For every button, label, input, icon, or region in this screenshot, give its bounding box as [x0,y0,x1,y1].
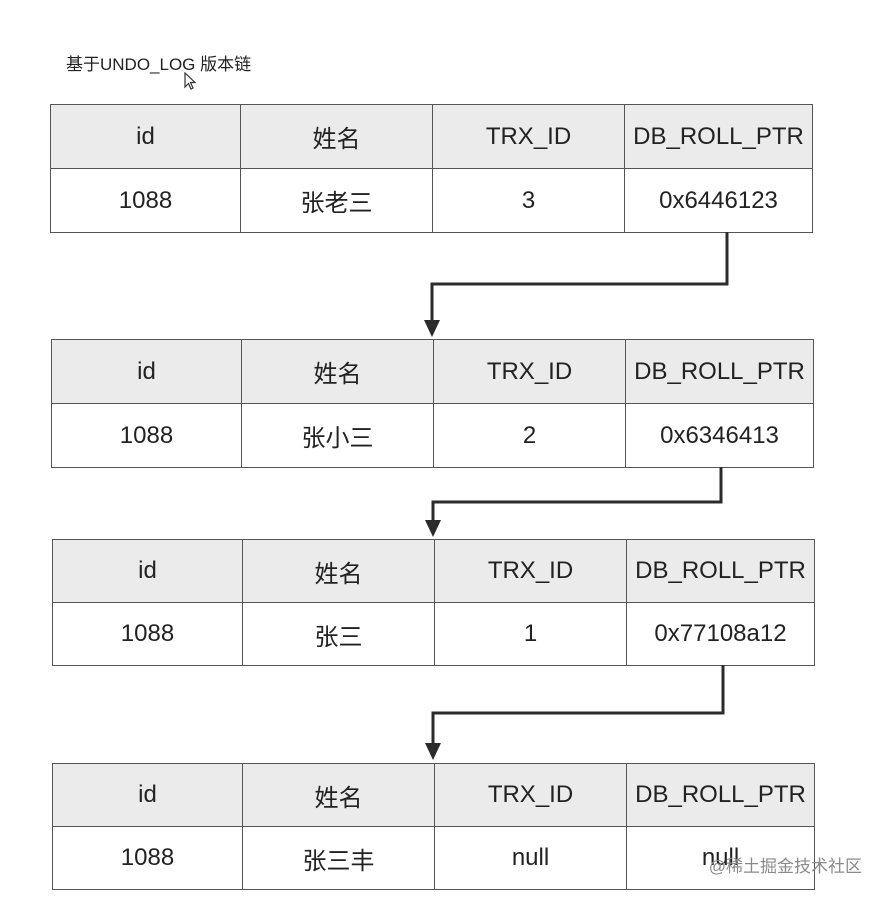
cell-trx-id: 3 [432,168,625,233]
mouse-cursor-icon [184,72,197,90]
column-header-db-roll-ptr: DB_ROLL_PTR [626,763,815,827]
table-header-row: id 姓名 TRX_ID DB_ROLL_PTR [52,539,815,603]
column-header-db-roll-ptr: DB_ROLL_PTR [625,339,814,404]
column-header-name: 姓名 [240,104,433,169]
column-header-trx-id: TRX_ID [433,339,626,404]
roll-pointer-arrow-2 [425,467,723,537]
cell-trx-id: null [434,826,627,890]
cell-name: 张老三 [240,168,433,233]
table-header-row: id 姓名 TRX_ID DB_ROLL_PTR [52,763,815,827]
cell-id: 1088 [52,602,243,666]
table-row: 1088 张三丰 null null [52,826,815,890]
version-table-2: id 姓名 TRX_ID DB_ROLL_PTR 1088 张小三 2 0x63… [51,339,814,468]
column-header-db-roll-ptr: DB_ROLL_PTR [626,539,815,603]
column-header-id: id [52,539,243,603]
cell-id: 1088 [52,826,243,890]
version-table-1: id 姓名 TRX_ID DB_ROLL_PTR 1088 张老三 3 0x64… [50,104,813,233]
cell-db-roll-ptr: 0x6446123 [624,168,813,233]
cell-name: 张三 [242,602,435,666]
cell-name: 张三丰 [242,826,435,890]
cell-db-roll-ptr: 0x77108a12 [626,602,815,666]
table-row: 1088 张小三 2 0x6346413 [51,403,814,468]
cell-id: 1088 [50,168,241,233]
diagram-title: 基于UNDO_LOG 版本链 [66,55,252,74]
roll-pointer-arrow-3 [425,665,725,760]
version-table-3: id 姓名 TRX_ID DB_ROLL_PTR 1088 张三 1 0x771… [52,539,815,666]
column-header-trx-id: TRX_ID [434,763,627,827]
watermark: @稀土掘金技术社区 [708,857,862,876]
cell-trx-id: 2 [433,403,626,468]
table-header-row: id 姓名 TRX_ID DB_ROLL_PTR [51,339,814,404]
table-row: 1088 张三 1 0x77108a12 [52,602,815,666]
column-header-name: 姓名 [242,539,435,603]
column-header-id: id [51,339,242,404]
cell-id: 1088 [51,403,242,468]
cell-db-roll-ptr: null [626,826,815,890]
cell-trx-id: 1 [434,602,627,666]
column-header-trx-id: TRX_ID [432,104,625,169]
cell-name: 张小三 [241,403,434,468]
cell-db-roll-ptr: 0x6346413 [625,403,814,468]
table-row: 1088 张老三 3 0x6446123 [50,168,813,233]
column-header-id: id [52,763,243,827]
version-table-4: id 姓名 TRX_ID DB_ROLL_PTR 1088 张三丰 null n… [52,763,815,890]
column-header-db-roll-ptr: DB_ROLL_PTR [624,104,813,169]
column-header-name: 姓名 [241,339,434,404]
table-header-row: id 姓名 TRX_ID DB_ROLL_PTR [50,104,813,169]
column-header-id: id [50,104,241,169]
roll-pointer-arrow-1 [424,232,729,337]
